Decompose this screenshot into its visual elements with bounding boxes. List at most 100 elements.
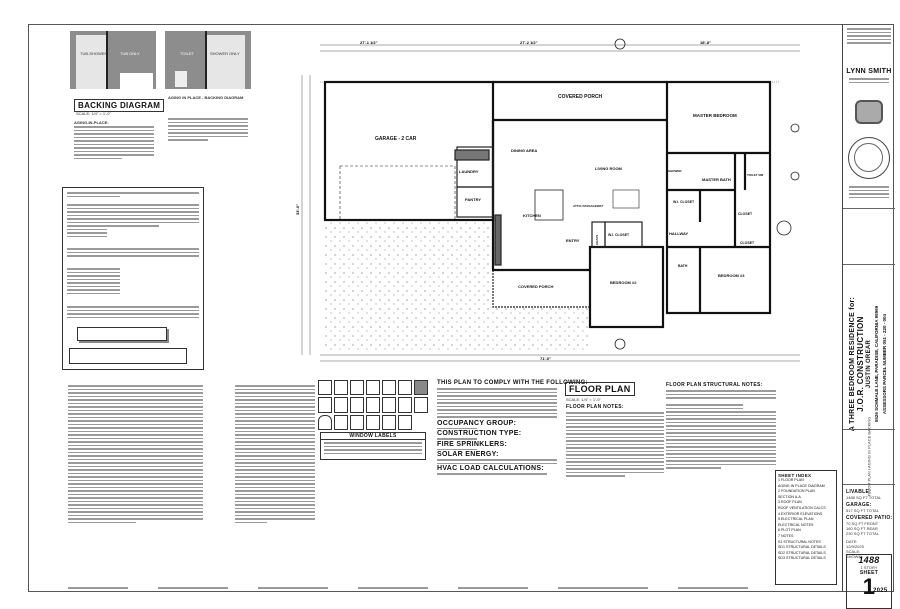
- section-markers: [614, 38, 800, 350]
- footer-notes: [68, 587, 838, 589]
- sheet-index-item: S1 STRUCTURAL NOTES: [778, 539, 821, 544]
- sheet-index-item: 1 FLOOR PLAN: [778, 478, 804, 482]
- room-kitchen: KITCHEN: [523, 213, 541, 218]
- room-master-bedroom: MASTER BEDROOM: [693, 113, 737, 118]
- room-hallway: HALLWAY: [669, 231, 689, 236]
- sheet-index-item: 6 PLOT PLAN: [778, 528, 801, 533]
- room-bath: BATH: [678, 264, 688, 268]
- sheet-index-item: ELECTRICAL NOTES: [778, 522, 814, 527]
- patio-front: 70 SQ FT FRONT: [846, 521, 879, 526]
- room-entry: ENTRY: [566, 238, 580, 243]
- room-coats: COATS: [595, 235, 599, 245]
- room-wi-closet-master: W.I. CLOSET: [673, 200, 695, 204]
- sheet-index-item: SD3 STRUCTURAL DETAILS: [778, 556, 826, 561]
- title-block: LYNN SMITH A THREE BEDROOM RESIDENCE for…: [842, 24, 895, 609]
- room-laundry: LAUNDRY: [459, 169, 479, 174]
- label-tub-only: TUB ONLY: [120, 51, 140, 56]
- dim-left: 33'-0": [295, 204, 300, 215]
- date-value: 12/9/2025: [846, 544, 864, 549]
- label-shower-only: SHOWER ONLY: [210, 51, 240, 56]
- patio-label: COVERED PATIO:: [846, 515, 893, 521]
- backing-diagram-scale: SCALE: 1/4" = 1'-0": [76, 111, 111, 116]
- rear-slab: [493, 307, 590, 353]
- dim-overall: 71'-0": [540, 356, 551, 361]
- room-dining-area: DINING AREA: [511, 148, 537, 153]
- room-covered-porch-bottom: COVERED PORCH: [518, 284, 553, 289]
- parcel-number: ASSESSORS PARCEL NUMBER 051 - 220 - 004: [882, 313, 887, 415]
- patio-slab: [325, 220, 493, 353]
- sheet-index-title: SHEET INDEX: [778, 473, 812, 478]
- floor-plan-title: FLOOR PLAN: [565, 382, 635, 396]
- floor-plan-notes-title: FLOOR PLAN NOTES:: [566, 404, 624, 410]
- dim-top-right: 18'-8": [700, 40, 711, 45]
- code-compliance: THIS PLAN TO COMPLY WITH THE FOLLOWING: …: [437, 380, 588, 476]
- stories: 1 STORY: [860, 565, 878, 570]
- firm-logo: LYNN SMITH: [846, 68, 892, 75]
- room-pantry: PANTRY: [465, 197, 481, 202]
- room-closet-3: CLOSET: [740, 241, 755, 245]
- aging-notes-title: AGING-IN-PLACE:: [74, 120, 109, 125]
- room-toilet: TOILET RM: [747, 173, 764, 177]
- window-types-grid: [318, 380, 428, 430]
- scale-value: SHOWN: [846, 554, 862, 559]
- backing-diagram-shower: TOILET SHOWER ONLY: [165, 31, 251, 89]
- occupancy-title: OCCUPANCY GROUP:: [437, 419, 517, 427]
- garage-area: 517 SQ FT TOTAL: [846, 508, 880, 513]
- livable-area: 1488 SQ FT TOTAL: [846, 495, 882, 500]
- date-label: DATE:: [846, 539, 858, 544]
- project-address: 5526 SCHMALE LANE, PARADISE, CALIFORNIA …: [874, 305, 879, 423]
- label-tub-shower: TUB-SHOWER: [80, 51, 108, 56]
- dim-top-left: 27'-1 1/2": [360, 40, 378, 45]
- garage-label: GARAGE:: [846, 502, 872, 508]
- sheet-index-item: SD1 STRUCTURAL DETAILS: [778, 545, 826, 550]
- patio-rear: 160 SQ FT REAR: [846, 526, 878, 531]
- sheet-index-item: SD2 STRUCTURAL DETAILS: [778, 550, 826, 555]
- comply-title: THIS PLAN TO COMPLY WITH THE FOLLOWING:: [437, 380, 588, 386]
- sheet-index-item: 4 EXTERIOR ELEVATIONS: [778, 511, 823, 516]
- backing-notes-text: [168, 118, 248, 141]
- bedroom2-walls: [588, 245, 665, 329]
- sheet-index-item: AGING IN PLACE DIAGRAM: [778, 483, 825, 488]
- room-shower: SHOWER: [668, 169, 682, 173]
- sheet-number: 1: [862, 574, 876, 599]
- floor-plan-notes-text: [566, 412, 664, 477]
- hvac-title: HVAC LOAD CALCULATIONS:: [437, 465, 544, 472]
- window-labels-title: WINDOW LABELS: [321, 433, 425, 440]
- aging-notes-text: [74, 126, 154, 159]
- sheet-index-item: 3 ROOF PLAN: [778, 500, 802, 505]
- room-closet-master: CLOSET: [738, 212, 753, 216]
- room-covered-porch-top: COVERED PORCH: [558, 94, 603, 100]
- room-living-room: LIVING ROOM: [595, 166, 623, 171]
- engineer-stamp: [848, 137, 890, 179]
- sheet-label: SHEET: [859, 570, 879, 576]
- window-labels-legend: WINDOW LABELS: [320, 432, 426, 460]
- backing-diagram-title: BACKING DIAGRAM: [74, 99, 165, 112]
- sheet-index-item: 2 FOUNDATION PLAN: [778, 489, 815, 494]
- sheet-index-item: 7 NOTES: [778, 533, 794, 538]
- emblem-badge: [855, 100, 883, 124]
- sheet-index-item: SECTION A-A: [778, 494, 801, 499]
- dim-top-mid: 27'-2 1/2": [520, 40, 538, 45]
- room-master-bath: MASTER BATH: [702, 177, 731, 182]
- year: 2025: [873, 588, 888, 594]
- patio-total: 230 SQ FT TOTAL: [846, 531, 880, 536]
- sqft-total: 1488: [858, 555, 880, 565]
- sheet-index-item: 5 ELECTRICAL PLAN: [778, 517, 814, 522]
- pantry-walls: [456, 186, 494, 218]
- construction-title: CONSTRUCTION TYPE:: [437, 430, 522, 437]
- sprinklers-title: FIRE SPRINKLERS:: [437, 440, 508, 448]
- room-garage: GARAGE - 2 CAR: [375, 136, 417, 142]
- structural-notes-title: FLOOR PLAN STRUCTURAL NOTES:: [666, 382, 763, 388]
- room-wi-closet-2: W.I. CLOSET: [608, 233, 630, 237]
- attic-passageway: ATTIC PASSAGEWAY: [573, 204, 603, 208]
- sheet-index-item: ROOF VENTILATION CALCS: [778, 505, 826, 510]
- backing-diagram-tub: TUB-SHOWER TUB ONLY: [70, 31, 156, 89]
- general-notes-1: [68, 385, 203, 523]
- general-notes-2: [235, 385, 315, 523]
- room-bedroom-2: BEDROOM #2: [610, 280, 637, 285]
- scale-label: SCALE:: [846, 549, 861, 554]
- sheet-border: [28, 24, 894, 592]
- code-notes-box: [62, 187, 204, 370]
